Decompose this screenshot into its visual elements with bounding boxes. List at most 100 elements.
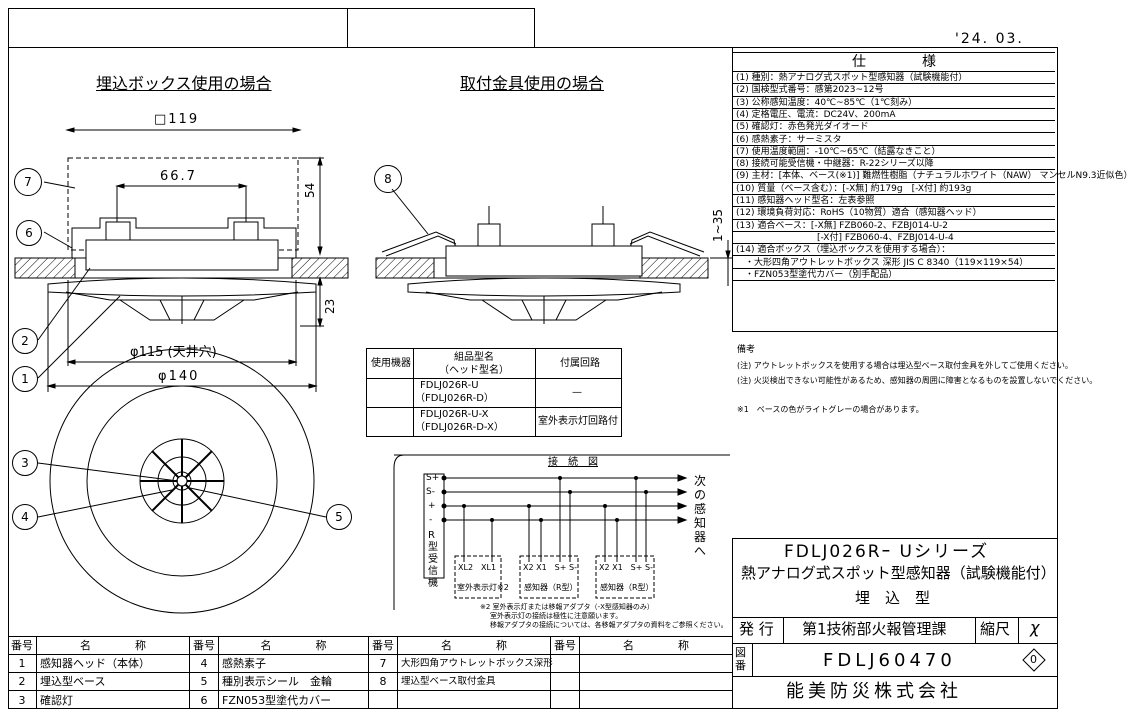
parts-table-header-cell: 名 称 xyxy=(580,636,733,655)
spec-row: (7) 使用温度範囲：-10℃~65℃（結露なきこと） xyxy=(733,146,1055,159)
parts-table-cell: 2 xyxy=(8,673,37,691)
dim-ceiling-hole: φ115 (天井穴) xyxy=(130,345,217,360)
model-table-row-2-model: FDLJ026R-U-X xyxy=(420,409,489,420)
dim-ceiling-range: 1~35 xyxy=(711,209,725,242)
callout-3: 3 xyxy=(12,450,38,476)
spec-row: ・FZN053型塗代カバー（別手配品） xyxy=(733,269,1055,282)
wiring-box-1-terms: XL2 XL1 xyxy=(458,563,497,572)
parts-table-header-cell: 名 称 xyxy=(398,636,551,655)
notes-line-2: (注) 火災検出できない可能性があるため、感知器の周囲に障害となるものを設置しな… xyxy=(737,376,1098,385)
product-type: 埋 込 型 xyxy=(855,589,931,607)
parts-table-header-cell: 番号 xyxy=(551,636,580,655)
wiring-footnote-1: ※2 室外表示灯または移報アダプタ（-X型感知器のみ） xyxy=(480,603,654,611)
spec-panel xyxy=(732,47,1058,332)
spec-title-row: 仕 様 xyxy=(733,52,1055,72)
wiring-box-1-label: 室外表示灯※2 xyxy=(457,583,509,592)
parts-table-cell: 埋込型ベース xyxy=(37,673,190,691)
callout-8: 8 xyxy=(374,165,402,193)
parts-table-header-cell: 番号 xyxy=(8,636,37,655)
parts-table-cell xyxy=(369,691,398,709)
parts-table-cell xyxy=(551,655,580,673)
parts-table-cell: 感知器ヘッド（本体） xyxy=(37,655,190,673)
spec-row: (4) 定格電圧、電流：DC24V、200mA xyxy=(733,109,1055,122)
revision-date: '24. 03. xyxy=(955,31,1024,47)
parts-table-cell xyxy=(580,655,733,673)
left-view-title: 埋込ボックス使用の場合 xyxy=(96,74,272,93)
parts-table-cell: FZN053型塗代カバー xyxy=(219,691,369,709)
series-name: FDLJ026Rｰ Uシリーズ xyxy=(784,542,990,562)
parts-table-cell xyxy=(580,673,733,691)
model-table-row-1-head: （FDLJ026R-D） xyxy=(415,393,494,404)
callout-6: 6 xyxy=(16,220,42,246)
dim-spacing: 66.7 xyxy=(160,169,197,184)
callout-1: 1 xyxy=(12,366,38,392)
wiring-title: 接 続 図 xyxy=(548,457,598,468)
technical-drawing xyxy=(14,127,732,614)
spec-row: (10) 質量（ベース含む）：[-X無] 約179g [-X付] 約193g xyxy=(733,183,1055,195)
scale-label: 縮尺 xyxy=(980,620,1011,638)
wiring-terminal-s-minus: S- xyxy=(426,487,435,497)
wiring-footnote-2: 室外表示灯の接続は極性に注意願います。 xyxy=(490,612,623,620)
model-table-header-device: 使用機器 xyxy=(371,358,411,369)
wiring-box-2-label: 感知器（R型） xyxy=(524,583,578,592)
parts-table-cell: 確認灯 xyxy=(37,691,190,709)
model-table xyxy=(366,348,622,437)
model-table-row-2-head: （FDLJ026R-D-X） xyxy=(415,422,504,433)
product-name: 熱アナログ式スポット型感知器（試験機能付） xyxy=(741,564,1056,582)
model-table-row-1-circuit: — xyxy=(572,387,582,398)
parts-table-cell: 種別表示シール 金輪 xyxy=(219,673,369,691)
parts-table-header-cell: 番号 xyxy=(369,636,398,655)
spec-row: (8) 接続可能受信機・中継器：R-22シリーズ以降 xyxy=(733,158,1055,171)
parts-table-cell: 3 xyxy=(8,691,37,709)
parts-table-cell: 5 xyxy=(190,673,219,691)
title-block xyxy=(732,538,1058,709)
parts-table-cell: 7 xyxy=(369,655,398,673)
model-table-header-circuit: 付属回路 xyxy=(560,358,600,369)
notes-line-3: ※1 ベースの色がライトグレーの場合があります。 xyxy=(737,405,924,414)
wiring-receiver-label: R型受信機 xyxy=(428,530,438,589)
dim-height-54: 54 xyxy=(303,182,317,198)
model-table-row-2-circuit: 室外表示灯回路付 xyxy=(538,416,618,427)
spec-row: (14) 適合ボックス（埋込ボックスを使用する場合）： xyxy=(733,244,1055,257)
parts-table-cell: 8 xyxy=(369,673,398,691)
spec-row: (9) 主材：[本体、ベース(※1)] 難燃性樹脂（ナチュラルホワイト（NAW）… xyxy=(733,170,1133,183)
model-table-row-1-model: FDLJ026R-U xyxy=(420,380,479,391)
wiring-footnote-3: 移報アダプタの接続については、各移報アダプタの資料をご参照ください。 xyxy=(490,621,728,629)
spec-row: [-X付] FZB060-4、FZBJ014-U-4 xyxy=(733,232,1055,245)
notes-heading: 備考 xyxy=(737,345,756,355)
parts-table-cell xyxy=(551,691,580,709)
parts-table-cell xyxy=(551,673,580,691)
wiring-box-3-terms: X2 X1 S+ S- xyxy=(599,563,653,572)
parts-table-cell: 6 xyxy=(190,691,219,709)
dim-height-23: 23 xyxy=(323,298,337,314)
parts-table-cell: 埋込型ベース取付金具 xyxy=(398,673,551,691)
parts-table-header-cell: 名 称 xyxy=(37,636,190,655)
revision-marker: 0 xyxy=(1022,648,1046,672)
department: 第1技術部火報管理課 xyxy=(802,620,947,638)
spec-row: (13) 適合ベース：[-X無] FZB060-2、FZBJ014-U-2 xyxy=(733,220,1055,232)
spec-row: (2) 国検型式番号：感第2023~12号 xyxy=(733,84,1055,97)
wiring-terminal-minus: - xyxy=(429,515,433,525)
wiring-terminal-s-plus: S+ xyxy=(426,473,440,483)
wiring-next-label: 次の感知器へ xyxy=(694,474,707,558)
notes-line-1: (注) アウトレットボックスを使用する場合は埋込型ベース取付金具を外してご使用く… xyxy=(737,361,1073,370)
wiring-box-2-terms: X2 X1 S+ S- xyxy=(523,563,577,572)
callout-2: 2 xyxy=(12,328,38,354)
callout-4: 4 xyxy=(12,504,38,530)
spec-row: (5) 確認灯：赤色発光ダイオード xyxy=(733,121,1055,134)
dim-box-size: □119 xyxy=(154,112,200,127)
spec-row: (12) 環境負荷対応：RoHS（10物質）適合（感知器ヘッド） xyxy=(733,207,1055,220)
right-view-title: 取付金具使用の場合 xyxy=(460,74,605,93)
scale-value: χ xyxy=(1030,618,1040,637)
drawing-no-label: 図番 xyxy=(735,646,746,672)
company-name: 能美防災株式会社 xyxy=(786,681,962,702)
spec-row: (11) 感知器ヘッド型名：左表参照 xyxy=(733,195,1055,208)
spec-row: (6) 感熱素子：サーミスタ xyxy=(733,134,1055,146)
spec-row: ・大形四角アウトレットボックス 深形 JIS C 8340（119×119×54… xyxy=(733,257,1055,269)
parts-table-header-cell: 名 称 xyxy=(219,636,369,655)
parts-table-cell: 1 xyxy=(8,655,37,673)
callout-7: 7 xyxy=(14,168,42,196)
parts-table-cell: 感熱素子 xyxy=(219,655,369,673)
wiring-terminal-plus: + xyxy=(428,501,436,511)
parts-table-header-cell: 番号 xyxy=(190,636,219,655)
